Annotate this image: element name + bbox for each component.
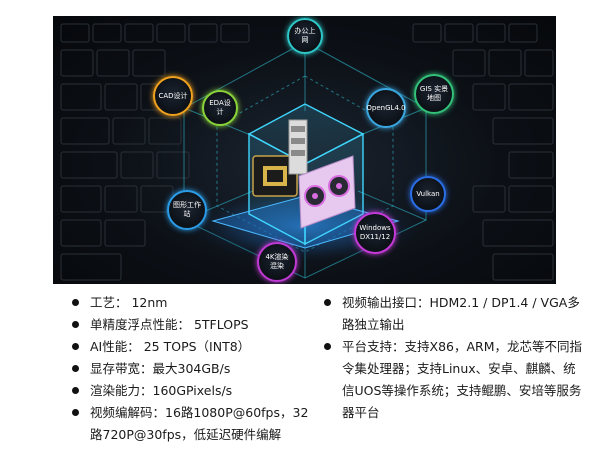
node-workstation: 图形工作站 <box>167 190 207 230</box>
node-opengl: OpenGL4.0 <box>366 88 406 128</box>
list-item: 单精度浮点性能： 5TFLOPS <box>70 314 320 336</box>
graphics-card <box>298 155 356 229</box>
list-item: 渲染能力：160GPixels/s <box>70 380 320 402</box>
hero-image: 办公上网 CAD设计 EDA设计 OpenGL4.0 GIS 实景地图 图形工作… <box>53 16 556 284</box>
node-gis: GIS 实景地图 <box>414 74 454 114</box>
list-item: 视频输出接口：HDM2.1 / DP1.4 / VGA多路独立输出 <box>322 292 582 336</box>
list-item: AI性能： 25 TOPS（INT8） <box>70 336 320 358</box>
list-item: 显存带宽：最大304GB/s <box>70 358 320 380</box>
node-render4k: 4K渲染混染 <box>257 242 297 282</box>
node-vulkan: Vulkan <box>410 176 446 212</box>
spec-list-right: 视频输出接口：HDM2.1 / DP1.4 / VGA多路独立输出 平台支持：支… <box>322 292 582 424</box>
node-windows: Windows DX11/12 <box>354 212 396 254</box>
node-eda: EDA设计 <box>202 90 238 126</box>
gpu-chip <box>252 155 298 197</box>
list-item: 平台支持：支持X86，ARM，龙芯等不同指令集处理器；支持Linux、安卓、麒麟… <box>322 336 582 424</box>
hero-graphic <box>60 23 554 281</box>
node-office: 办公上网 <box>287 18 323 54</box>
memory-module <box>288 119 308 175</box>
list-item: 工艺： 12nm <box>70 292 320 314</box>
keyboard-background <box>60 23 554 281</box>
list-item: 视频编解码：16路1080P@60fps，32路720P@30fps，低延迟硬件… <box>70 402 320 446</box>
spec-list-left: 工艺： 12nm 单精度浮点性能： 5TFLOPS AI性能： 25 TOPS（… <box>70 292 320 446</box>
node-cad: CAD设计 <box>153 76 193 116</box>
